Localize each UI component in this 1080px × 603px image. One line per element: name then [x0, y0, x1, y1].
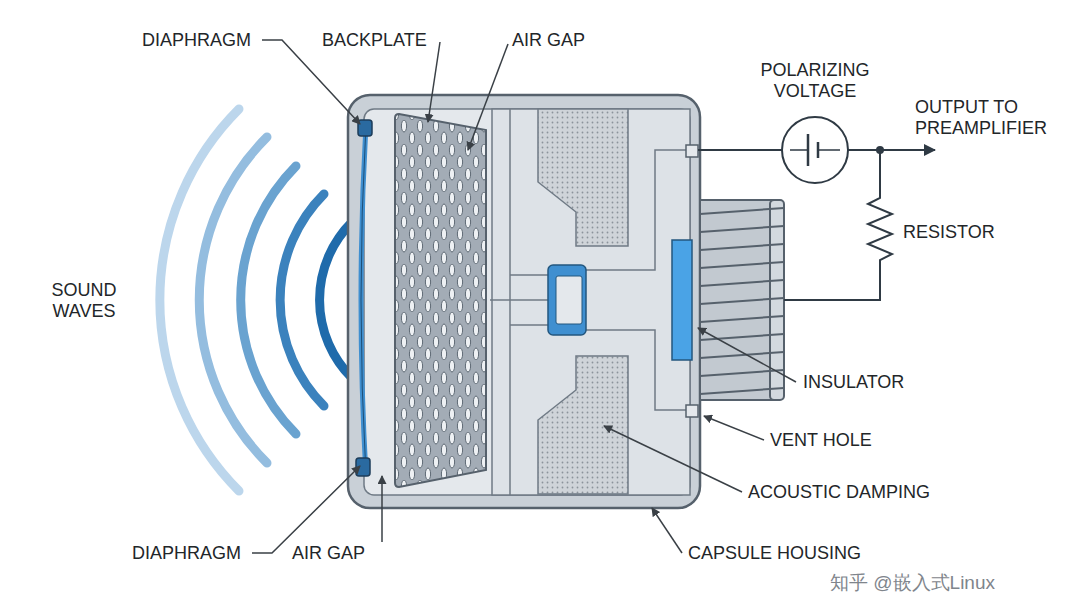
vent-hole [686, 405, 698, 417]
leader-lines [252, 40, 796, 553]
part-label: POLARIZING VOLTAGE [748, 60, 882, 102]
part-label: SOUND WAVES [36, 280, 132, 322]
diaphragm [361, 124, 366, 476]
part-label: VENT HOLE [770, 430, 872, 451]
backplate [395, 114, 486, 487]
part-label: ACOUSTIC DAMPING [748, 482, 930, 503]
part-label: DIAPHRAGM [132, 543, 241, 564]
part-label: INSULATOR [803, 372, 904, 393]
part-label: RESISTOR [903, 222, 995, 243]
part-label: CAPSULE HOUSING [688, 543, 861, 564]
acoustic-damping [538, 109, 628, 246]
part-label: AIR GAP [512, 30, 585, 51]
center-contact [548, 265, 586, 335]
sound-waves [160, 109, 352, 491]
part-label: OUTPUT TO PREAMPLIFIER [915, 97, 1065, 139]
part-label: AIR GAP [292, 543, 365, 564]
watermark: 知乎 @嵌入式Linux [830, 572, 995, 593]
part-label: DIAPHRAGM [142, 30, 251, 51]
part-label: BACKPLATE [322, 30, 427, 51]
insulator [672, 240, 692, 360]
voltage-source-symbol [782, 117, 848, 183]
